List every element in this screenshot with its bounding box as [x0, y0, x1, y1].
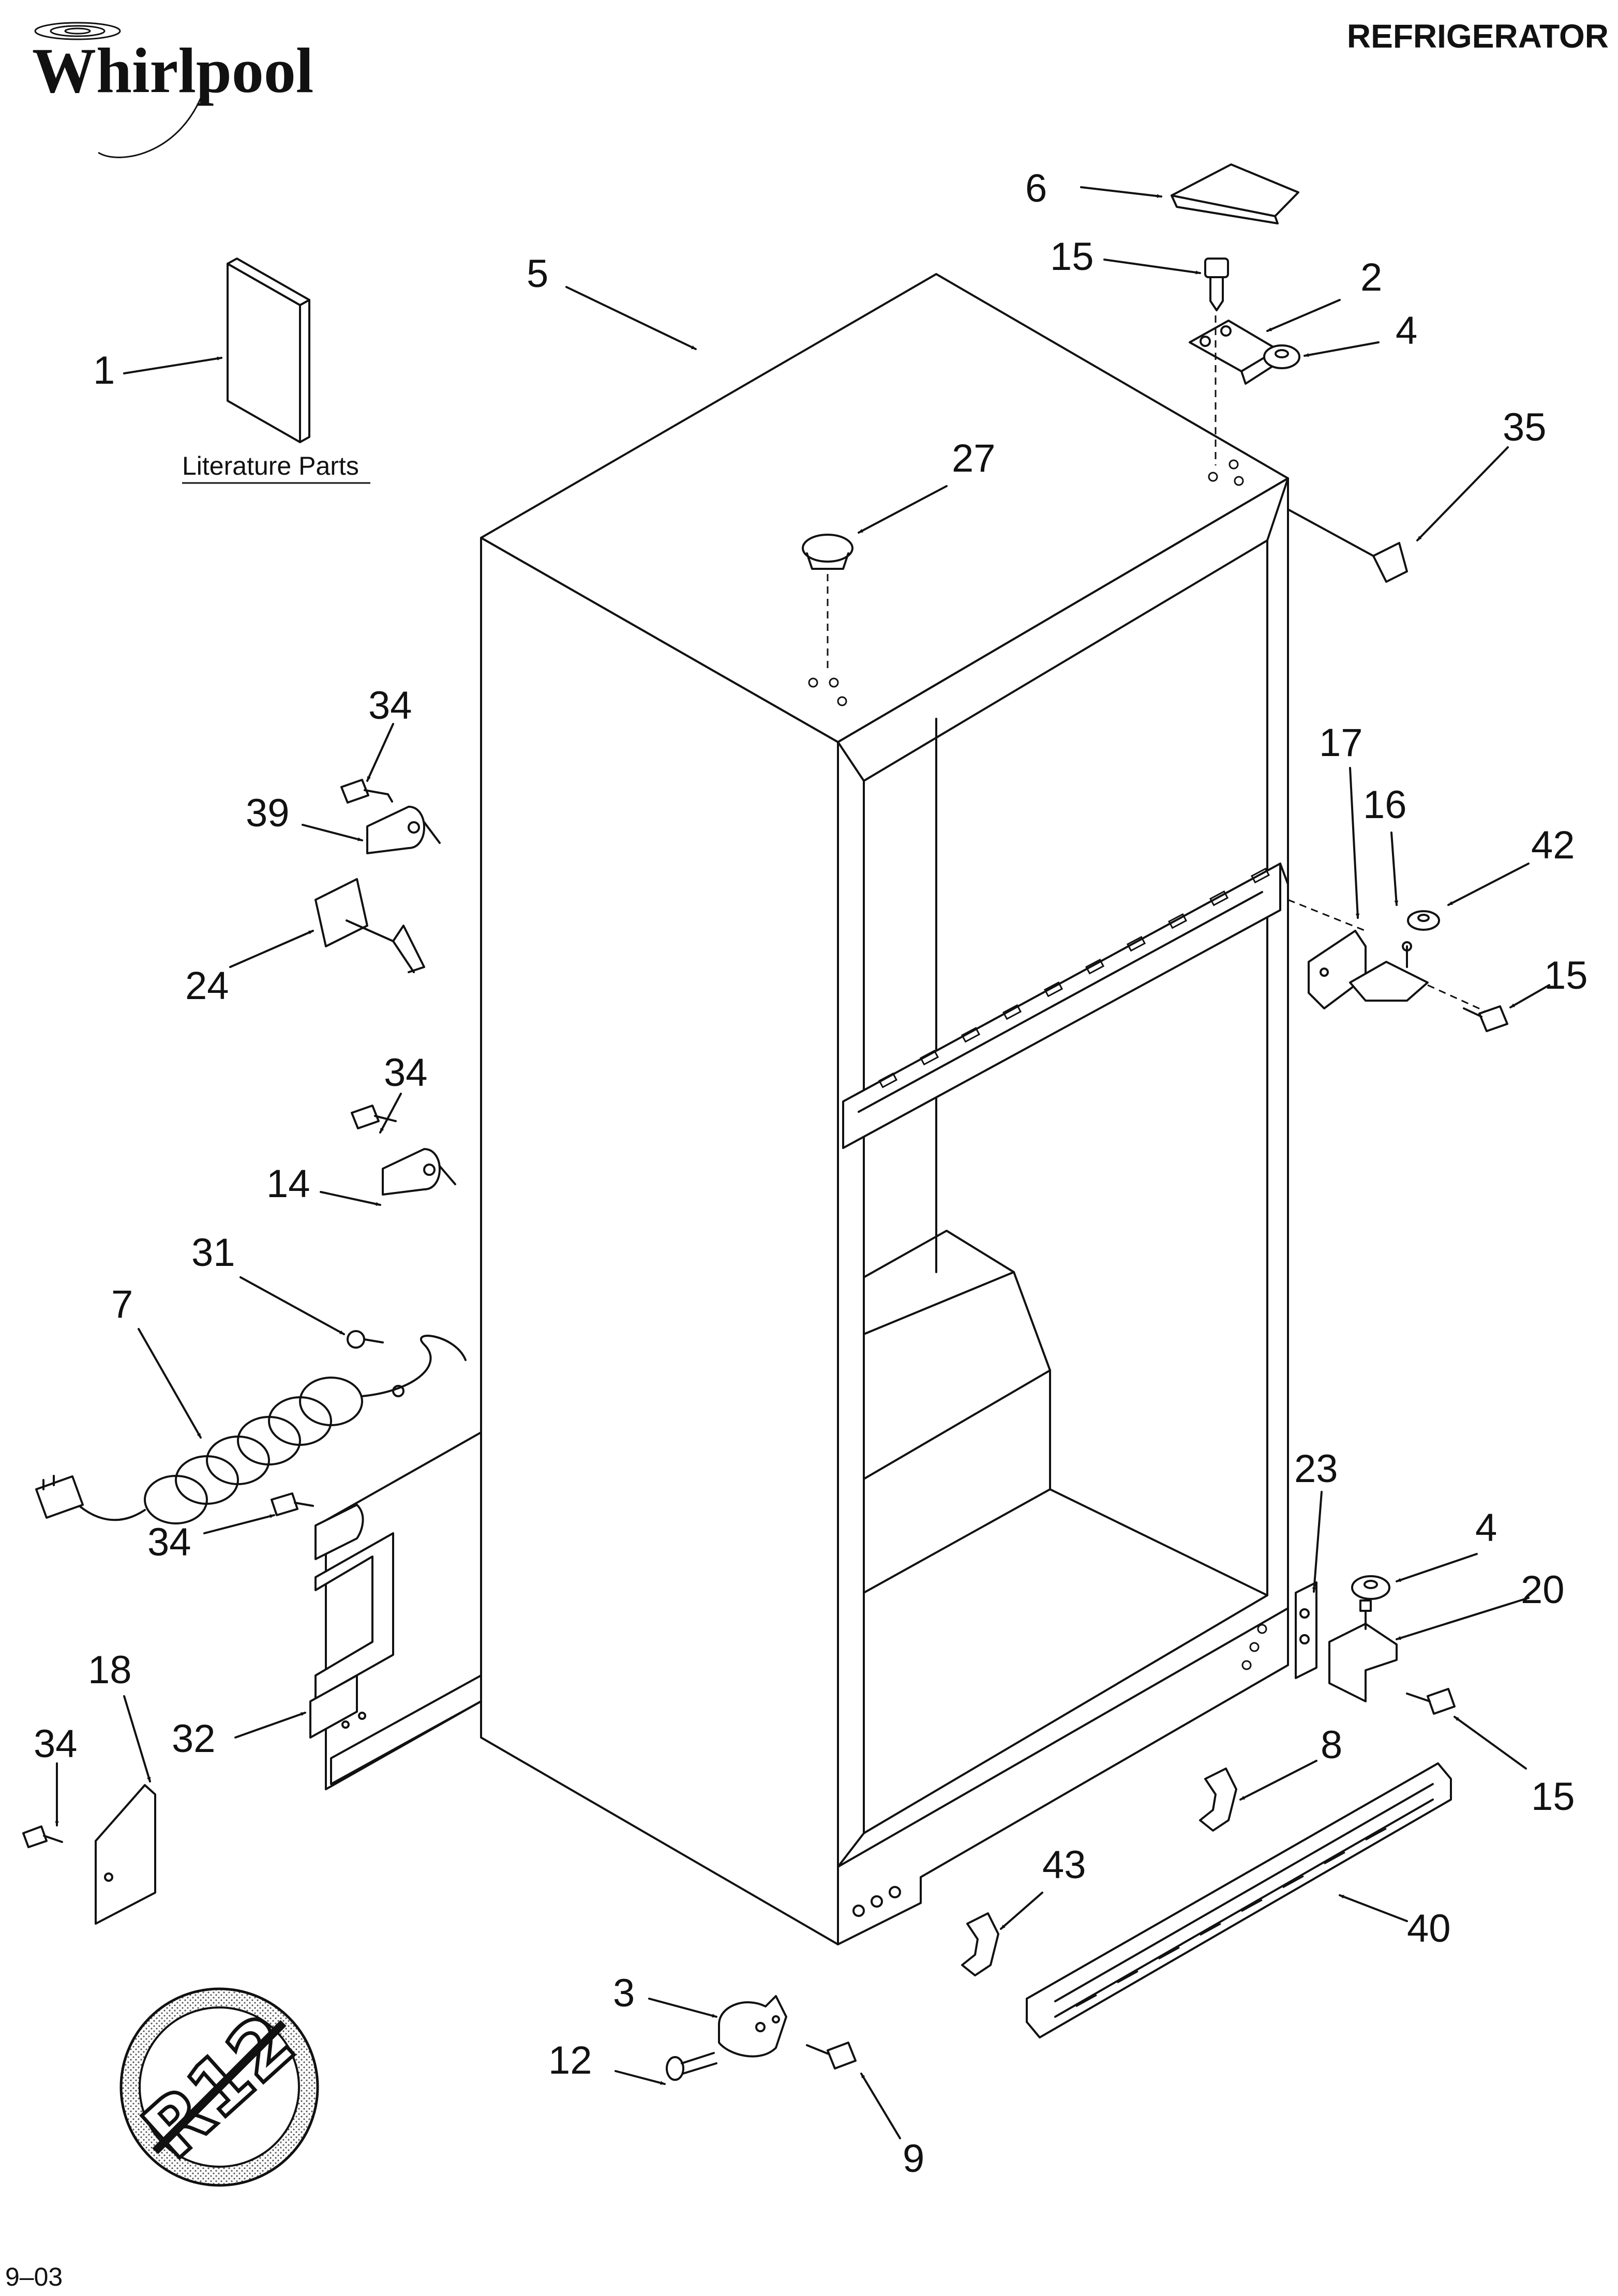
callout-23: 23 — [1294, 1447, 1338, 1491]
callout-9: 9 — [903, 2137, 924, 2181]
screw-34-left-icon — [22, 1825, 63, 1848]
whirlpool-logo: Whirlpool — [32, 22, 313, 158]
callout-5: 5 — [527, 252, 548, 296]
clip-8-icon — [1199, 1768, 1237, 1832]
hinge-cap-icon — [1372, 542, 1408, 583]
screw-34-upper-icon — [340, 779, 393, 804]
callout-15-mid: 15 — [1544, 954, 1588, 998]
plug-button-icon — [802, 534, 853, 570]
callout-40: 40 — [1407, 1907, 1451, 1951]
callout-20: 20 — [1521, 1568, 1565, 1612]
callout-7: 7 — [111, 1282, 133, 1326]
pin-12-icon — [666, 2052, 717, 2081]
callout-34-lower: 34 — [147, 1520, 191, 1564]
callout-1: 1 — [93, 349, 115, 392]
callout-39: 39 — [246, 791, 290, 835]
callout-34-mid: 34 — [384, 1051, 428, 1095]
screw-34-lower-icon — [271, 1492, 314, 1516]
hinge-shim-23-icon — [1295, 1581, 1317, 1679]
callout-16: 16 — [1363, 783, 1407, 827]
hinge-cover-icon — [1171, 163, 1299, 217]
refrigerator-cabinet — [480, 273, 1289, 1945]
callout-24: 24 — [185, 964, 229, 1008]
screw-31-icon — [347, 1330, 384, 1349]
callout-14: 14 — [266, 1162, 310, 1206]
callout-34-left: 34 — [34, 1722, 78, 1766]
callout-4-bottom: 4 — [1475, 1506, 1497, 1550]
callout-labels: 1 5 6 15 2 4 35 27 34 39 24 17 16 42 15 … — [34, 167, 1588, 2181]
hinge-screw-top-icon — [1204, 258, 1229, 311]
callout-32: 32 — [172, 1717, 216, 1761]
literature-caption: Literature Parts — [182, 451, 359, 480]
callout-15-bottom: 15 — [1531, 1775, 1575, 1819]
callout-8: 8 — [1321, 1723, 1342, 1767]
diagram-title: REFRIGERATOR — [1347, 18, 1609, 55]
washer-bottom-icon — [1351, 1575, 1390, 1600]
callout-4-top: 4 — [1396, 309, 1417, 353]
callout-17: 17 — [1319, 721, 1363, 765]
hinge-screw-mid-icon — [1463, 1005, 1508, 1032]
divider-rail-slots — [878, 867, 1270, 1089]
callout-15-top: 15 — [1050, 235, 1094, 279]
callout-27: 27 — [952, 436, 996, 480]
callout-2: 2 — [1360, 255, 1382, 299]
date-code: 9–03 — [5, 2262, 63, 2291]
clip-43-icon — [961, 1912, 999, 1976]
bottom-hinge-20-icon — [1328, 1599, 1398, 1702]
clamp-39-icon — [366, 806, 441, 854]
callout-43: 43 — [1042, 1843, 1086, 1887]
callout-3: 3 — [613, 1971, 635, 2015]
callout-34-upper: 34 — [368, 684, 412, 728]
washer-42-icon — [1407, 910, 1440, 931]
callout-42: 42 — [1531, 823, 1575, 867]
screw-9-icon — [806, 2042, 857, 2070]
clamp-14-icon — [382, 1148, 456, 1196]
no-r12-refrigerant-seal-icon: R12 — [119, 1987, 319, 2187]
callout-18: 18 — [88, 1648, 132, 1692]
callout-35: 35 — [1503, 405, 1547, 449]
screw-34-mid-icon — [351, 1105, 397, 1129]
brand-name: Whirlpool — [32, 35, 313, 106]
washer-top-icon — [1263, 344, 1300, 369]
power-cord-icon — [35, 1335, 467, 1524]
bracket-32-icon — [309, 1504, 482, 1785]
back-panel-edge — [325, 1431, 482, 1790]
toe-grille-40-icon — [1026, 1762, 1452, 2038]
callout-6: 6 — [1025, 167, 1047, 210]
callout-12: 12 — [548, 2038, 592, 2082]
hinge-17-icon — [1308, 930, 1367, 1009]
hinge-screw-bottom-icon — [1406, 1688, 1456, 1715]
literature-booklet-icon — [227, 258, 310, 443]
hinge-16-icon — [1349, 941, 1429, 1002]
drain-tube-24-icon — [314, 878, 425, 973]
cover-18-icon — [95, 1784, 156, 1925]
leveler-bracket-3-icon — [718, 1995, 787, 2058]
callout-31: 31 — [191, 1231, 235, 1275]
callout-leaders — [55, 186, 1550, 2139]
